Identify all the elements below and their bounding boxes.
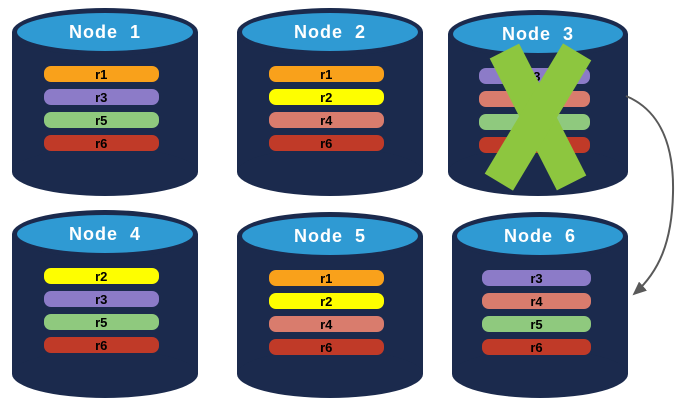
replica-row-label: r1 — [320, 270, 333, 286]
replica-row-label: r6 — [95, 337, 108, 353]
db-node-1: Node 1 r1 r3 r5 r6 — [12, 8, 198, 196]
cylinder-bottom — [12, 148, 198, 196]
cylinder-bottom — [237, 148, 423, 196]
replica-row-label: r6 — [530, 339, 543, 355]
cylinder-top: Node 6 — [452, 212, 628, 260]
replica-row-r4: r4 — [268, 316, 384, 332]
replica-row-label: r1 — [320, 66, 333, 82]
replica-row-r4: r4 — [268, 112, 384, 128]
replica-row-label: r5 — [530, 316, 543, 332]
node-title: Node 2 — [293, 22, 366, 42]
replica-row-label: r2 — [95, 268, 108, 284]
failure-x-icon — [483, 42, 593, 192]
cylinder-bottom — [12, 350, 198, 398]
replica-row-label: r3 — [530, 270, 543, 286]
replica-row-label: r3 — [95, 291, 108, 307]
cylinder-bottom — [452, 350, 628, 398]
replica-rows: r1 r3 r5 r6 — [12, 8, 198, 196]
cylinder-top: Node 4 — [12, 210, 198, 258]
replica-row-r1: r1 — [43, 66, 159, 82]
replica-row-r1: r1 — [268, 270, 384, 286]
replica-row-r6: r6 — [268, 135, 384, 151]
replica-rows: r2 r3 r5 r6 — [12, 210, 198, 398]
replica-row-r5: r5 — [481, 316, 592, 332]
node-title: Node 6 — [503, 226, 576, 246]
db-node-4: Node 4 r2 r3 r5 r6 — [12, 210, 198, 398]
db-node-6: Node 6 r3 r4 r5 r6 — [452, 212, 628, 398]
replica-row-r2: r2 — [43, 268, 159, 284]
replica-row-label: r4 — [320, 112, 333, 128]
cylinder-top: Node 5 — [237, 212, 423, 260]
cylinder-top: Node 3 — [448, 10, 628, 58]
node-title: Node 5 — [293, 226, 366, 246]
cylinder-bottom — [448, 148, 628, 196]
replica-row-r2: r2 — [268, 89, 384, 105]
replica-row-r6: r6 — [43, 135, 159, 151]
replica-row-r6: r6 — [268, 339, 384, 355]
replica-row-label: r2 — [320, 89, 333, 105]
replica-row-r5: r5 — [43, 112, 159, 128]
replica-row-label: r6 — [320, 135, 333, 151]
replica-row-r5: r5 — [43, 314, 159, 330]
db-node-3: Node 3r3 — [448, 10, 628, 196]
replica-row-label: r4 — [320, 316, 333, 332]
cylinder-top: Node 1 — [12, 8, 198, 56]
db-node-2: Node 2 r1 r2 r4 r6 — [237, 8, 423, 196]
db-node-5: Node 5 r1 r2 r4 r6 — [237, 212, 423, 398]
replica-row-label: r6 — [320, 339, 333, 355]
replica-row-label: r2 — [320, 293, 333, 309]
replica-row-r3: r3 — [43, 89, 159, 105]
node-title: Node 3 — [501, 24, 574, 44]
replica-rows: r1 r2 r4 r6 — [237, 8, 423, 196]
cylinder-top: Node 2 — [237, 8, 423, 56]
arrow-curve — [625, 95, 675, 296]
replica-row-r6: r6 — [43, 337, 159, 353]
replica-row-r1: r1 — [268, 66, 384, 82]
replica-rows: r3 r4 r5 r6 — [452, 212, 628, 398]
cylinder-bottom — [237, 350, 423, 398]
node-title: Node 4 — [68, 224, 141, 244]
replica-row-r3: r3 — [43, 291, 159, 307]
replica-row-label: r3 — [95, 89, 108, 105]
replica-row-label: r6 — [95, 135, 108, 151]
replica-row-r2: r2 — [268, 293, 384, 309]
replica-row-r6: r6 — [481, 339, 592, 355]
replica-row-label: r4 — [530, 293, 543, 309]
node-title: Node 1 — [68, 22, 141, 42]
replica-row-label: r1 — [95, 66, 108, 82]
replica-row-r3: r3 — [481, 270, 592, 286]
replica-row-label: r5 — [95, 314, 108, 330]
replica-rows: r1 r2 r4 r6 — [237, 212, 423, 398]
replica-row-r4: r4 — [481, 293, 592, 309]
replica-row-label: r5 — [95, 112, 108, 128]
